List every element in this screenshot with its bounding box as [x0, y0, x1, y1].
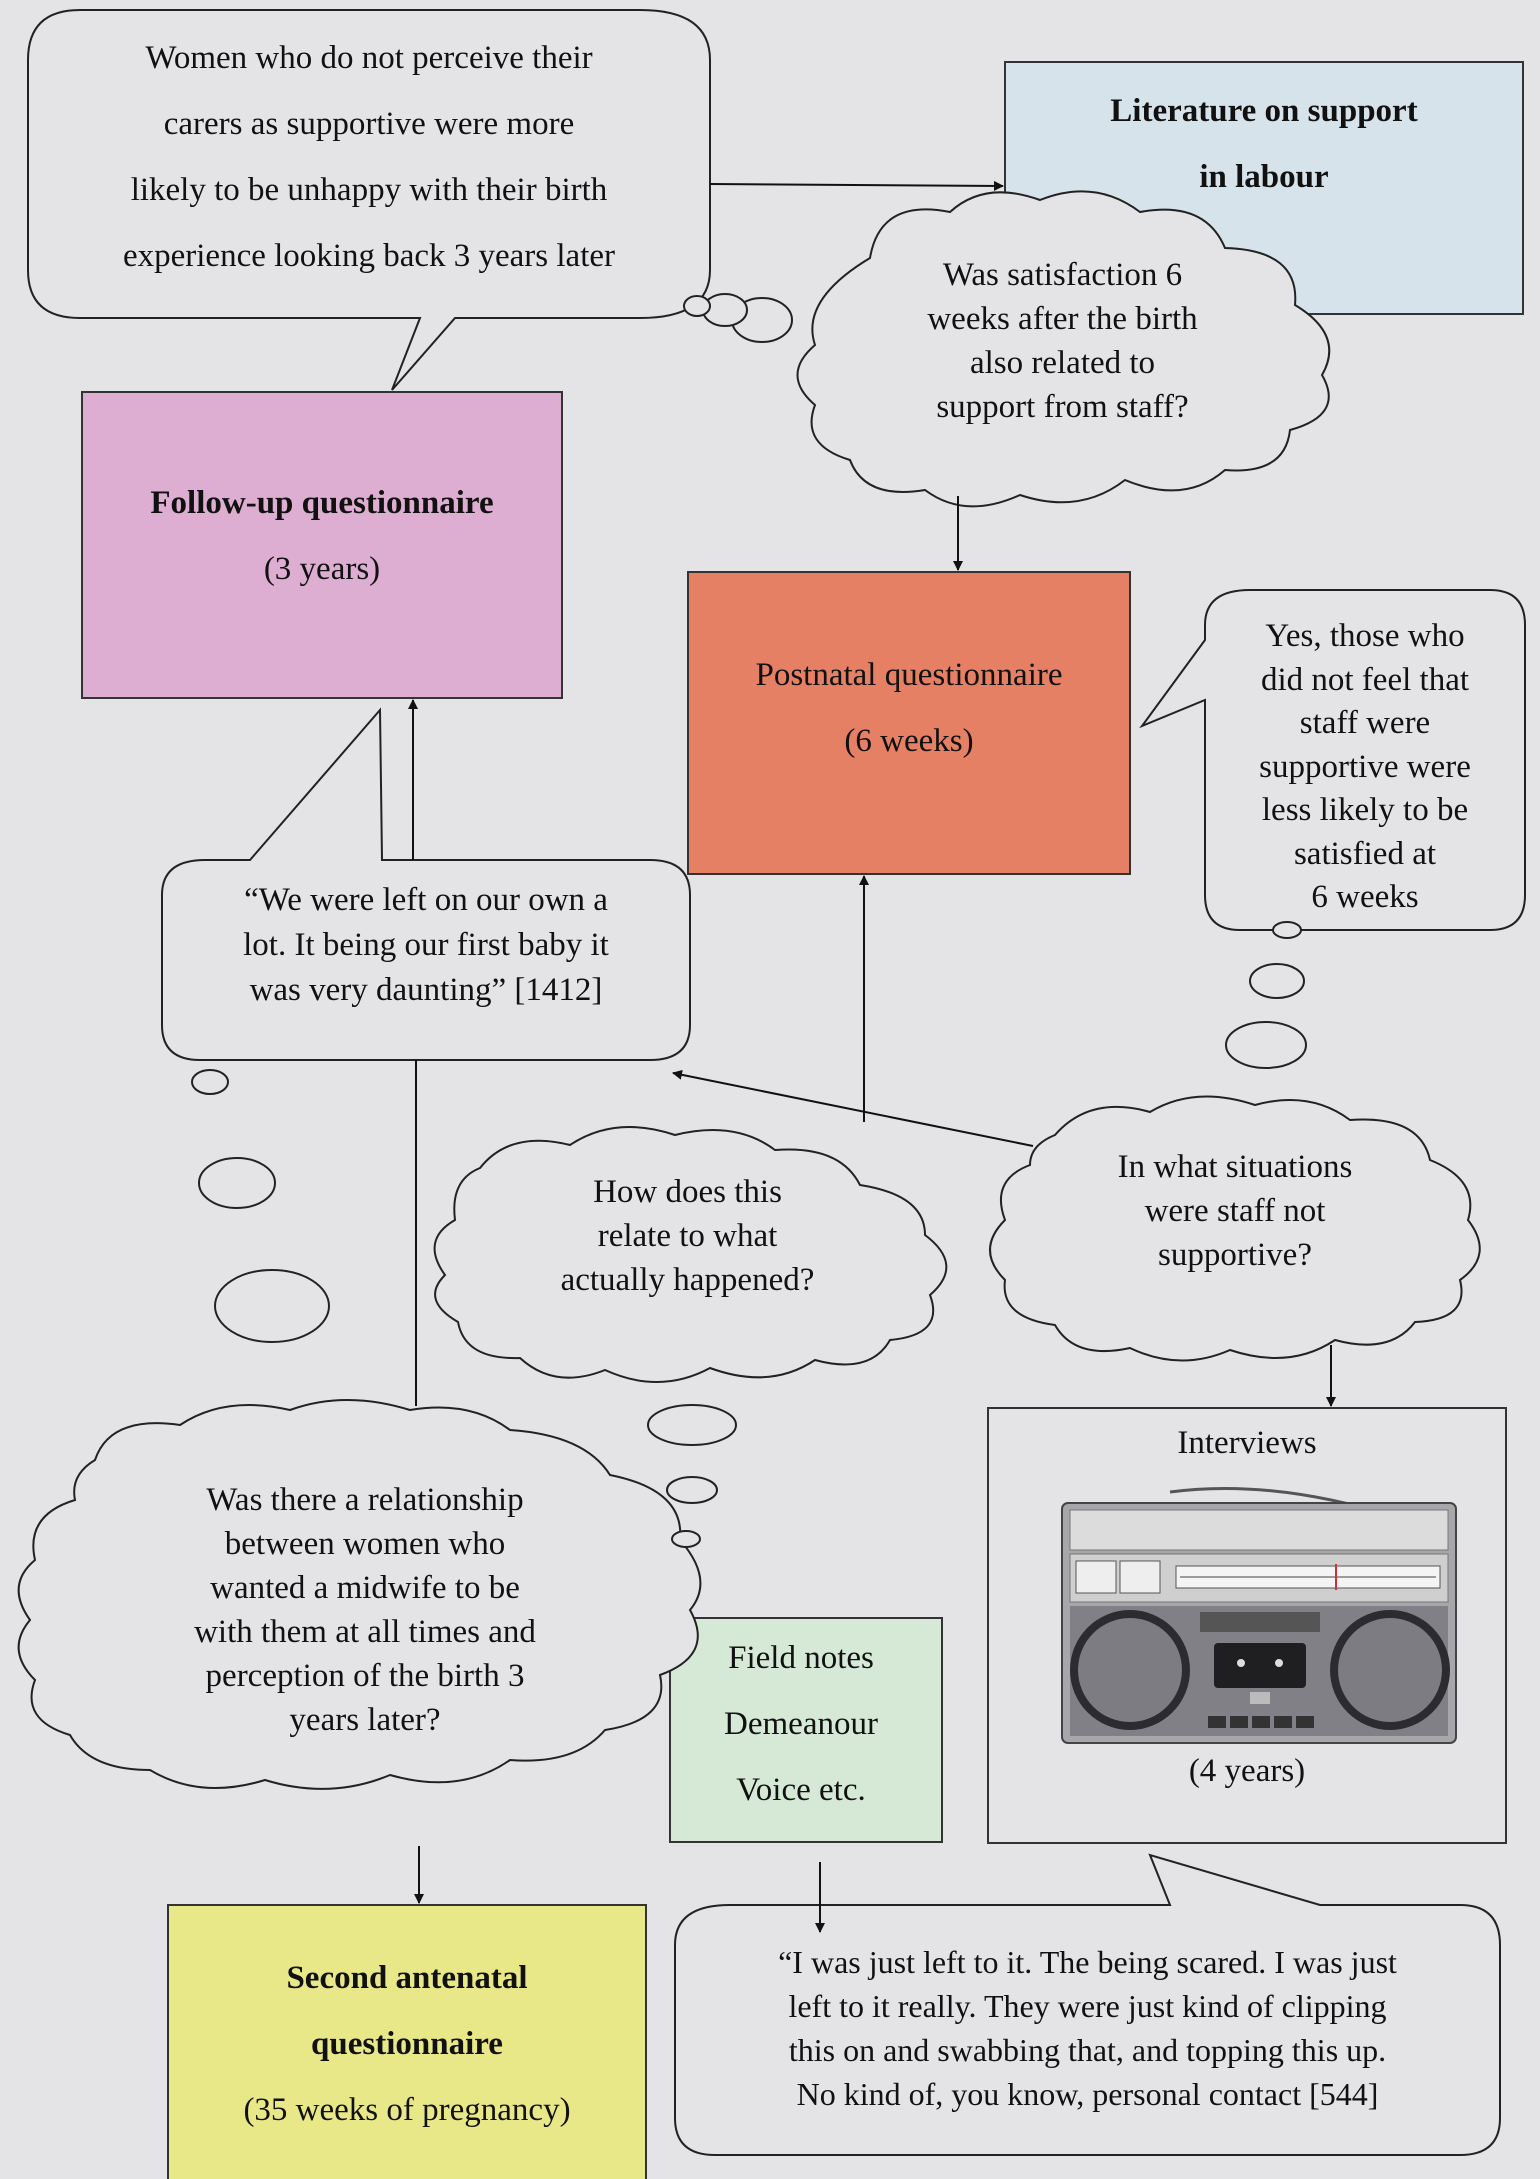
relationship-question: Was there a relationship between women w… [194, 1482, 536, 1738]
antenatal-label: Second antenatal questionnaire (35 weeks… [168, 1945, 646, 2143]
thought-dot-left-1 [191, 1069, 229, 1095]
quote-1412-text: “We were left on our own a lot. It being… [243, 882, 609, 1008]
thought-dot-right-2 [1249, 963, 1305, 999]
speech-bubble-quote-1412 [161, 707, 691, 1061]
interviews-title: Interviews [1177, 1425, 1317, 1461]
quote-544-text: “I was just left to it. The being scared… [778, 1944, 1397, 2112]
postnatal-box [687, 571, 1131, 875]
postnatal-label: Postnatal questionnaire (6 weeks) [688, 642, 1130, 774]
literature-label: Literature on support in labour [1110, 93, 1418, 195]
thought-bubble-satisfaction [796, 190, 1331, 508]
postnatal-duration: (6 weeks) [844, 723, 974, 759]
fieldnotes-label: Field notes Demeanour Voice etc. [724, 1640, 878, 1808]
followup-box [81, 391, 563, 699]
satisfaction-question: Was satisfaction 6 weeks after the birth… [927, 257, 1198, 425]
followup-duration: (3 years) [263, 551, 381, 587]
followup-title: Follow-up questionnaire [150, 485, 494, 521]
thought-dot-right-3 [1225, 1021, 1307, 1069]
arrow-situations-to-quote [672, 1069, 1034, 1147]
postnatal-title: Postnatal questionnaire [755, 657, 1063, 693]
interviews-duration: (4 years) [1188, 1753, 1306, 1789]
thought-bubble-relationship [17, 1399, 702, 1790]
cassette-recorder-icon [1061, 1486, 1457, 1744]
followup-label: Follow-up questionnaire (3 years) [82, 470, 562, 602]
speech-bubble-quote-544 [674, 1853, 1501, 2156]
thought-dot-relationship-1 [647, 1404, 737, 1446]
situations-question: In what situations were staff not suppor… [1117, 1149, 1353, 1273]
thought-dot-relationship-3 [671, 1530, 701, 1548]
thought-dot-right-1 [1272, 921, 1302, 939]
fieldnotes-box [669, 1617, 943, 1843]
yes-those-text: Yes, those who did not feel that staff w… [1259, 618, 1471, 915]
thought-dot-satisfaction-3 [683, 295, 711, 317]
thought-dot-left-3 [214, 1269, 330, 1343]
speech-bubble-women-unhappy [27, 9, 711, 391]
thought-dot-relationship-2 [666, 1476, 718, 1504]
arrow-to-literature [709, 180, 1004, 191]
how-relate-question: How does this relate to what actually ha… [560, 1174, 815, 1298]
antenatal-duration: (35 weeks of pregnancy) [243, 2092, 571, 2128]
speech-bubble-yes-those [1139, 589, 1526, 931]
thought-bubble-how-relate [433, 1126, 948, 1383]
thought-dot-left-2 [198, 1157, 276, 1209]
women-unhappy-text: Women who do not perceive their carers a… [122, 40, 616, 274]
antenatal-box [167, 1904, 647, 2179]
thought-bubble-situations [989, 1095, 1481, 1362]
